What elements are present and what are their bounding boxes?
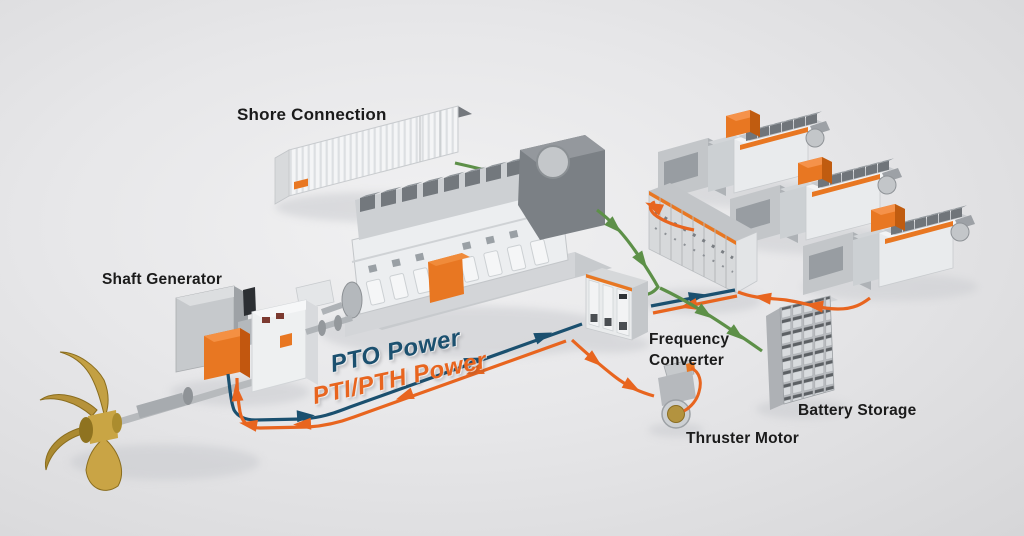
thruster-flow-arrows xyxy=(584,350,644,397)
thruster-motor xyxy=(658,358,702,429)
main-switchboard xyxy=(648,183,758,294)
frequency-converter xyxy=(585,268,648,341)
label-thruster-motor: Thruster Motor xyxy=(686,430,800,447)
thruster-power-line xyxy=(570,338,655,398)
label-shaft-generator: Shaft Generator xyxy=(102,271,223,288)
label-frequency-converter: Frequency Converter xyxy=(649,329,729,371)
reduction-gearbox xyxy=(251,279,353,393)
propeller xyxy=(39,351,122,491)
container-logo-patch xyxy=(294,178,308,190)
shore-flow-arrows xyxy=(604,216,653,273)
propulsion-shaft-line xyxy=(39,279,353,491)
thruster-gold-disc xyxy=(667,405,685,423)
engine-flywheel xyxy=(341,281,363,319)
pto-power-line xyxy=(226,322,583,422)
converter-orange-trim xyxy=(586,274,632,292)
battery-storage xyxy=(766,295,838,410)
thruster-cable xyxy=(683,366,702,413)
label-frequency-converter-line2: Converter xyxy=(649,352,725,369)
label-battery-storage: Battery Storage xyxy=(798,402,917,419)
shore-connection-container xyxy=(274,105,472,205)
main-engine xyxy=(321,135,612,337)
label-shore-connection: Shore Connection xyxy=(237,105,387,124)
label-frequency-converter-line1: Frequency xyxy=(649,331,730,348)
